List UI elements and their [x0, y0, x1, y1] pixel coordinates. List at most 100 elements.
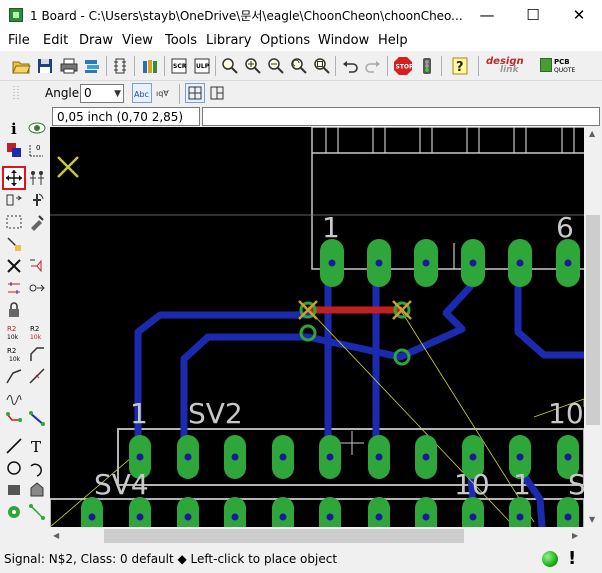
- circle-icon[interactable]: [4, 458, 24, 478]
- menu-draw[interactable]: Draw: [79, 33, 113, 48]
- group-icon[interactable]: [4, 212, 24, 232]
- label-sv4-name: SV4: [94, 468, 149, 501]
- via-icon[interactable]: [4, 502, 24, 522]
- replace-icon[interactable]: [27, 278, 47, 298]
- menu-tools[interactable]: Tools: [165, 33, 198, 48]
- mark-icon[interactable]: 0: [27, 140, 47, 160]
- via: [393, 348, 411, 366]
- svg-text:SCR: SCR: [173, 63, 187, 70]
- pad-sv4-hole: [184, 513, 192, 521]
- bottom-trace: [514, 273, 584, 359]
- horizontal-scrollbar[interactable]: ◀ ▶: [50, 527, 584, 545]
- add-icon[interactable]: [27, 256, 47, 276]
- move-icon[interactable]: [2, 166, 26, 190]
- change-icon[interactable]: [27, 212, 47, 232]
- close-button[interactable]: ✕: [572, 6, 586, 24]
- zoom-fit-icon[interactable]: [220, 56, 240, 76]
- menu-edit[interactable]: Edit: [43, 33, 69, 48]
- rect-icon[interactable]: [4, 480, 24, 500]
- menu-library[interactable]: Library: [206, 33, 252, 48]
- design-link-logo-bottom[interactable]: link: [500, 65, 519, 75]
- command-line-input[interactable]: [202, 107, 600, 126]
- zoom-redraw-icon[interactable]: [289, 56, 309, 76]
- open-folder-icon[interactable]: [11, 56, 31, 76]
- undo-icon[interactable]: [340, 56, 360, 76]
- copy-icon[interactable]: [27, 168, 47, 188]
- text-icon[interactable]: T: [27, 436, 47, 456]
- display-layers-icon[interactable]: [4, 140, 24, 160]
- zoom-select-icon[interactable]: [312, 56, 332, 76]
- show-icon[interactable]: [27, 118, 47, 138]
- split-icon[interactable]: [4, 366, 24, 386]
- zoom-out-icon[interactable]: [266, 56, 286, 76]
- minimize-button[interactable]: —: [479, 6, 495, 24]
- scroll-right-icon[interactable]: ▶: [572, 531, 579, 540]
- info-icon[interactable]: i: [4, 118, 24, 138]
- scroll-down-icon[interactable]: ▼: [589, 515, 596, 524]
- redo-icon[interactable]: [363, 56, 383, 76]
- vertical-scrollbar[interactable]: ▲ ▼: [584, 127, 602, 527]
- help-icon[interactable]: ?: [450, 56, 470, 76]
- ulp-icon[interactable]: ULP: [192, 56, 212, 76]
- bottom-trace: [180, 283, 474, 461]
- print-icon[interactable]: [59, 56, 79, 76]
- delete-icon[interactable]: [4, 256, 24, 276]
- split-view-icon[interactable]: [207, 83, 227, 103]
- stop-icon[interactable]: STOP: [393, 56, 413, 76]
- pcb-quote-label-top: PCB: [554, 58, 570, 66]
- menu-help[interactable]: Help: [378, 33, 408, 48]
- mirror-icon[interactable]: [4, 190, 24, 210]
- menu-file[interactable]: File: [8, 33, 30, 48]
- board-drawing[interactable]: 1 6 1 SV2 10 SV4 10 1 S: [50, 127, 584, 527]
- paste-icon[interactable]: [4, 234, 24, 254]
- pad-sv2-hole: [326, 453, 334, 461]
- ripup-icon[interactable]: [4, 408, 24, 428]
- vertical-scroll-thumb[interactable]: [586, 215, 600, 425]
- silk-outline-sv4: [50, 498, 584, 527]
- schematic-board-switch-icon[interactable]: [110, 56, 130, 76]
- menu-window[interactable]: Window: [318, 33, 370, 48]
- polygon-icon[interactable]: [27, 480, 47, 500]
- rotate-icon[interactable]: [27, 190, 47, 210]
- spin-text-icon[interactable]: ıq∀: [155, 83, 175, 103]
- pcb-quote-button[interactable]: PCB QUOTE: [540, 56, 575, 78]
- angle-select[interactable]: 0 ▼: [80, 84, 124, 103]
- go-icon[interactable]: [417, 56, 437, 76]
- cam-processor-icon[interactable]: [82, 56, 102, 76]
- label-top-pin-1: 1: [322, 211, 340, 244]
- menu-options[interactable]: Options: [260, 33, 311, 48]
- pinswap-icon[interactable]: [4, 278, 24, 298]
- miter-icon[interactable]: [27, 344, 47, 364]
- design-link-logo-top[interactable]: design: [486, 56, 524, 67]
- pad-sv2-hole: [516, 453, 524, 461]
- scroll-left-icon[interactable]: ◀: [53, 531, 60, 540]
- script-icon[interactable]: SCR: [169, 56, 189, 76]
- mirror-text-icon[interactable]: Abc: [132, 83, 152, 103]
- lock-icon[interactable]: [4, 300, 24, 320]
- library-icon[interactable]: [140, 56, 160, 76]
- save-icon[interactable]: [35, 56, 55, 76]
- maximize-button[interactable]: ☐: [526, 6, 540, 24]
- horizontal-scroll-thumb[interactable]: [104, 529, 464, 543]
- airwires: [50, 308, 584, 527]
- autorouter-icon[interactable]: [27, 408, 47, 428]
- scroll-up-icon[interactable]: ▲: [589, 129, 596, 138]
- markers: [57, 156, 412, 320]
- pad-sv2-hole: [375, 453, 383, 461]
- zoom-in-icon[interactable]: [243, 56, 263, 76]
- optimize-icon[interactable]: [27, 366, 47, 386]
- parameter-toolbar: Angle: 0 ▼ Abc ıq∀: [0, 81, 602, 106]
- menu-view[interactable]: View: [122, 33, 153, 48]
- grid-view-icon[interactable]: [185, 83, 205, 103]
- route-icon[interactable]: [4, 388, 24, 408]
- main-toolbar: SCR ULP STOP: [0, 51, 602, 81]
- arc-icon[interactable]: [27, 458, 47, 478]
- board-canvas[interactable]: 1 6 1 SV2 10 SV4 10 1 S: [50, 127, 584, 527]
- status-indicator[interactable]: !: [568, 548, 577, 569]
- signal-icon[interactable]: [27, 502, 47, 522]
- pcb-quote-icon: [540, 58, 552, 72]
- wire-icon[interactable]: [4, 436, 24, 456]
